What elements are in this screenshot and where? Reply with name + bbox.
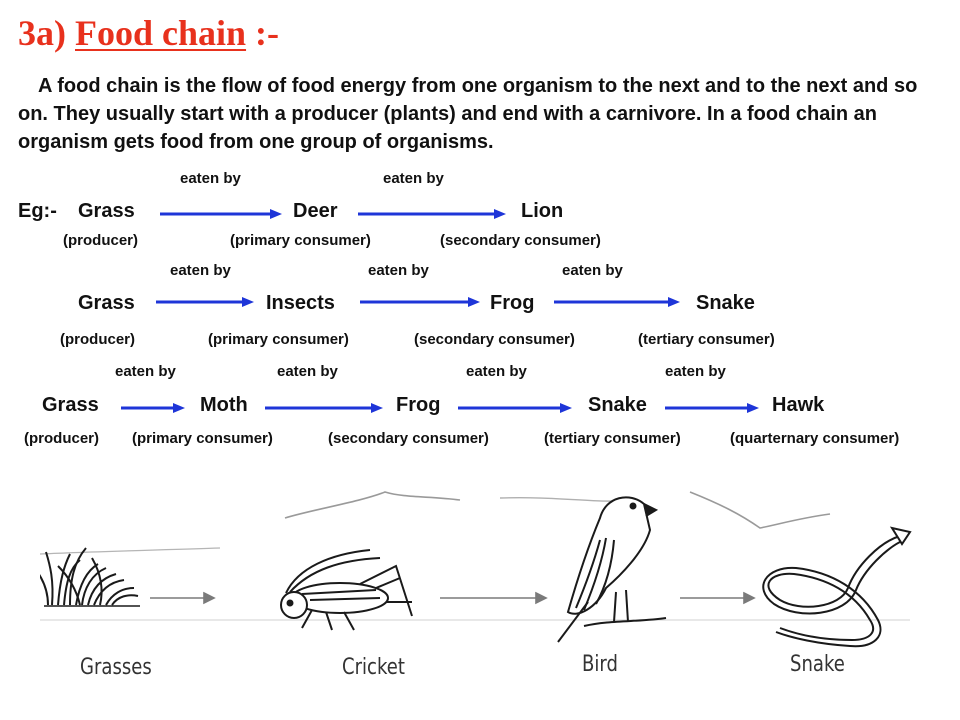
page-title: 3a) Food chain :- bbox=[18, 12, 279, 54]
illustration-caption: Cricket bbox=[342, 655, 405, 680]
bird-icon bbox=[557, 496, 667, 643]
role-label: (primary consumer) bbox=[132, 430, 273, 447]
eaten-by-label: eaten by bbox=[383, 170, 444, 187]
arrow-icon bbox=[440, 591, 548, 605]
organism: Snake bbox=[696, 292, 755, 314]
organism: Moth bbox=[200, 394, 248, 416]
eaten-by-label: eaten by bbox=[277, 363, 338, 380]
organism: Lion bbox=[521, 200, 564, 222]
arrow-icon bbox=[554, 297, 680, 307]
illustration-caption: Bird bbox=[582, 652, 618, 677]
role-label: (producer) bbox=[60, 331, 135, 348]
snake-icon bbox=[762, 526, 912, 648]
example-label: Eg:- bbox=[18, 200, 57, 222]
organism: Grass bbox=[78, 292, 135, 314]
illustration-caption: Snake bbox=[790, 652, 845, 677]
organism: Frog bbox=[490, 292, 535, 314]
grass-icon bbox=[40, 547, 140, 607]
role-label: (producer) bbox=[63, 232, 138, 249]
eaten-by-label: eaten by bbox=[170, 262, 231, 279]
organism: Insects bbox=[266, 292, 335, 314]
arrow-icon bbox=[360, 297, 480, 307]
title-main: Food chain bbox=[75, 13, 247, 53]
arrow-icon bbox=[156, 297, 254, 307]
role-label: (secondary consumer) bbox=[414, 331, 575, 348]
arrow-icon bbox=[121, 403, 185, 413]
title-suffix: :- bbox=[255, 13, 280, 53]
eaten-by-label: eaten by bbox=[368, 262, 429, 279]
eaten-by-label: eaten by bbox=[466, 363, 527, 380]
title-prefix: 3a) bbox=[18, 13, 66, 53]
role-label: (secondary consumer) bbox=[440, 232, 601, 249]
cricket-icon bbox=[280, 549, 413, 631]
arrow-icon bbox=[150, 591, 216, 605]
organism: Deer bbox=[293, 200, 338, 222]
arrow-icon bbox=[665, 403, 759, 413]
arrow-icon bbox=[160, 209, 282, 219]
intro-paragraph: A food chain is the flow of food energy … bbox=[18, 75, 918, 153]
organism: Frog bbox=[396, 394, 441, 416]
role-label: (producer) bbox=[24, 430, 99, 447]
eaten-by-label: eaten by bbox=[180, 170, 241, 187]
role-label: (primary consumer) bbox=[208, 331, 349, 348]
organism: Grass bbox=[78, 200, 135, 222]
illustration-caption: Grasses bbox=[80, 655, 152, 680]
eaten-by-label: eaten by bbox=[665, 363, 726, 380]
role-label: (quarternary consumer) bbox=[730, 430, 900, 447]
arrow-icon bbox=[458, 403, 572, 413]
eaten-by-label: eaten by bbox=[115, 363, 176, 380]
eaten-by-label: eaten by bbox=[562, 262, 623, 279]
arrow-icon bbox=[358, 209, 506, 219]
role-label: (secondary consumer) bbox=[328, 430, 489, 447]
organism: Snake bbox=[588, 394, 647, 416]
food-chain-scene bbox=[40, 491, 912, 648]
role-label: (tertiary consumer) bbox=[544, 430, 681, 447]
organism: Grass bbox=[42, 394, 99, 416]
arrow-icon bbox=[265, 403, 383, 413]
arrow-icon bbox=[680, 591, 756, 605]
organism: Hawk bbox=[772, 394, 825, 416]
role-label: (primary consumer) bbox=[230, 232, 371, 249]
role-label: (tertiary consumer) bbox=[638, 331, 775, 348]
